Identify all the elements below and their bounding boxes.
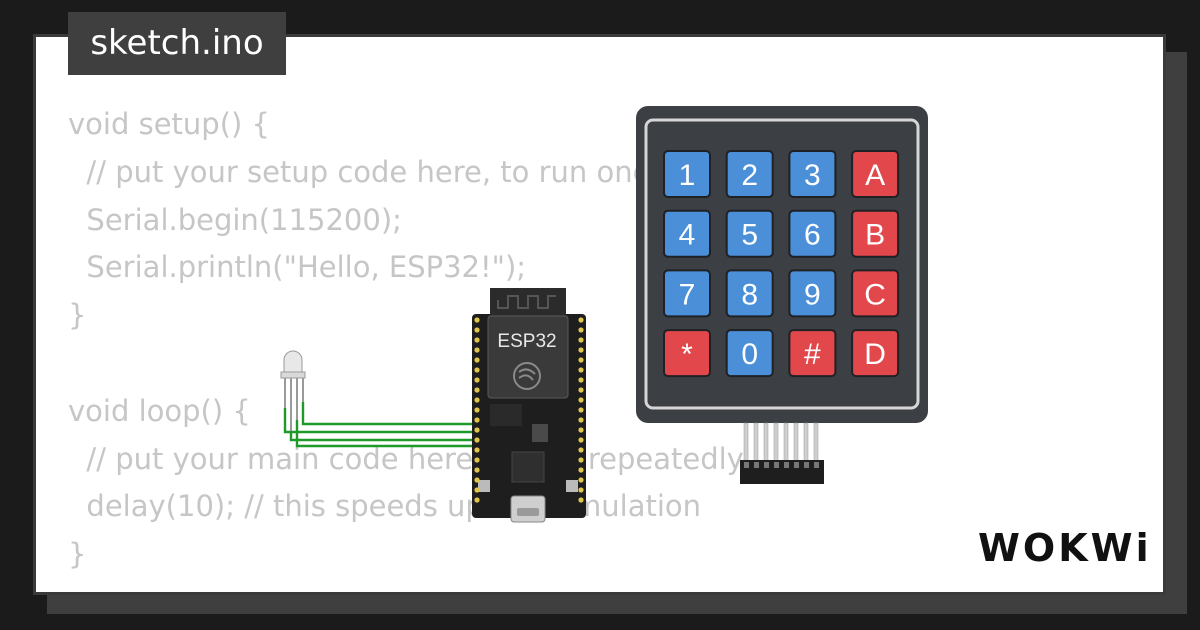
- key-5[interactable]: 5: [725, 209, 774, 258]
- boot-button[interactable]: [566, 480, 578, 492]
- en-button[interactable]: [478, 480, 490, 492]
- espressif-logo-icon: [513, 362, 541, 390]
- key-2[interactable]: 2: [725, 150, 774, 198]
- key-6[interactable]: 6: [788, 209, 837, 258]
- key-d[interactable]: D: [851, 329, 900, 378]
- key-label: C: [864, 278, 886, 311]
- key-label: B: [865, 219, 885, 252]
- code-editor[interactable]: void setup() { // put your setup code he…: [68, 101, 752, 579]
- key-label: 7: [679, 278, 696, 311]
- code-line: }: [68, 298, 87, 333]
- esp32-board[interactable]: ESP32: [472, 288, 586, 523]
- key-7[interactable]: 7: [663, 269, 711, 318]
- key-label: 4: [679, 219, 696, 252]
- key-label: 9: [804, 278, 821, 311]
- key-label: 5: [741, 219, 758, 252]
- wires[interactable]: [283, 402, 476, 448]
- keypad-connector: [740, 422, 824, 484]
- esp32-label: ESP32: [497, 331, 556, 352]
- keypad-4x4[interactable]: 1 2 3 A 4 5 6 B 7 8 9 C * 0 # D: [636, 106, 928, 484]
- key-c[interactable]: C: [851, 269, 900, 318]
- key-4[interactable]: 4: [663, 209, 711, 258]
- key-3[interactable]: 3: [788, 150, 837, 198]
- wire-2: [289, 432, 476, 442]
- key-9[interactable]: 9: [788, 269, 837, 318]
- key-8[interactable]: 8: [725, 269, 774, 318]
- wokwi-logo: WOKWi: [978, 526, 1152, 570]
- rgb-led[interactable]: [280, 350, 306, 432]
- key-0[interactable]: 0: [725, 329, 774, 378]
- code-line: Serial.println("Hello, ESP32!");: [68, 250, 527, 285]
- key-label: D: [864, 338, 886, 371]
- key-label: #: [804, 338, 821, 371]
- code-line: void setup() {: [68, 107, 270, 141]
- key-label: A: [865, 159, 885, 192]
- key-label: 0: [741, 338, 758, 371]
- key-label: 2: [741, 159, 758, 192]
- key-label: 6: [804, 219, 821, 252]
- wire-4: [301, 402, 476, 426]
- key-label: 8: [741, 278, 758, 311]
- code-line: void loop() {: [68, 393, 251, 428]
- esp32-pins: [474, 317, 584, 503]
- canvas-frame: [33, 34, 1166, 595]
- key-1[interactable]: 1: [663, 150, 711, 198]
- key-b[interactable]: B: [851, 209, 900, 258]
- key-label: *: [681, 338, 693, 371]
- key-hash[interactable]: #: [788, 329, 837, 378]
- code-line: Serial.begin(115200);: [68, 202, 402, 237]
- wire-3: [295, 420, 476, 448]
- key-label: 3: [804, 159, 821, 192]
- key-label: 1: [679, 159, 696, 192]
- key-a[interactable]: A: [851, 150, 900, 198]
- file-tab[interactable]: sketch.ino: [68, 12, 286, 75]
- code-line: }: [68, 537, 87, 572]
- wire-1: [283, 408, 476, 434]
- key-star[interactable]: *: [663, 329, 711, 378]
